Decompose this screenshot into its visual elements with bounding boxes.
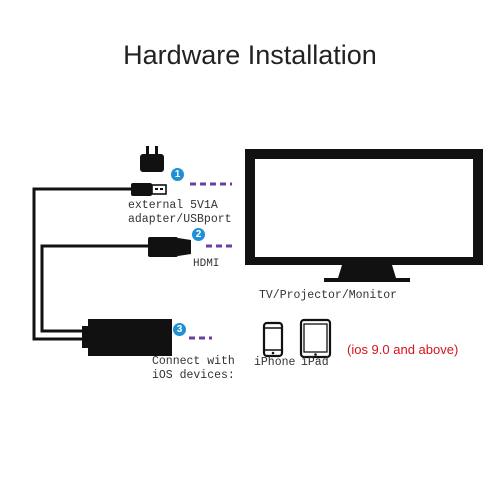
step-3-label: Connect with iOS devices:: [152, 355, 235, 383]
tv-label: TV/Projector/Monitor: [259, 289, 398, 302]
step-1-label: external 5V1A adapter/USBport: [128, 199, 232, 227]
ipad-label: iPad: [301, 356, 329, 369]
step-1-badge: 1: [171, 168, 184, 181]
dashed-connectors: [189, 182, 232, 340]
cable-group: [32, 187, 150, 341]
step-3-badge: 3: [173, 323, 186, 336]
usb-cable: [32, 187, 133, 341]
step-3-label-line2: iOS devices:: [152, 369, 235, 382]
ios-compat-note: (ios 9.0 and above): [347, 342, 459, 357]
hdmi-cable: [40, 244, 150, 333]
step-2-label: HDMI: [193, 258, 220, 270]
tv-icon: [245, 149, 483, 282]
page-title: Hardware Installation: [123, 40, 377, 70]
hdmi-plug-icon: [148, 237, 191, 257]
ipad-icon: [299, 318, 332, 359]
step-3-label-line1: Connect with: [152, 355, 235, 368]
iphone-icon: [262, 321, 284, 358]
adapter-icon: [82, 319, 172, 356]
iphone-label: iPhone: [254, 356, 296, 369]
power-plug-icon: [140, 146, 164, 172]
step-1-label-line1: external 5V1A: [128, 199, 218, 212]
step-1-label-line2: adapter/USBport: [128, 213, 232, 226]
step-2-badge: 2: [192, 228, 205, 241]
usb-plug-icon: [131, 183, 167, 196]
